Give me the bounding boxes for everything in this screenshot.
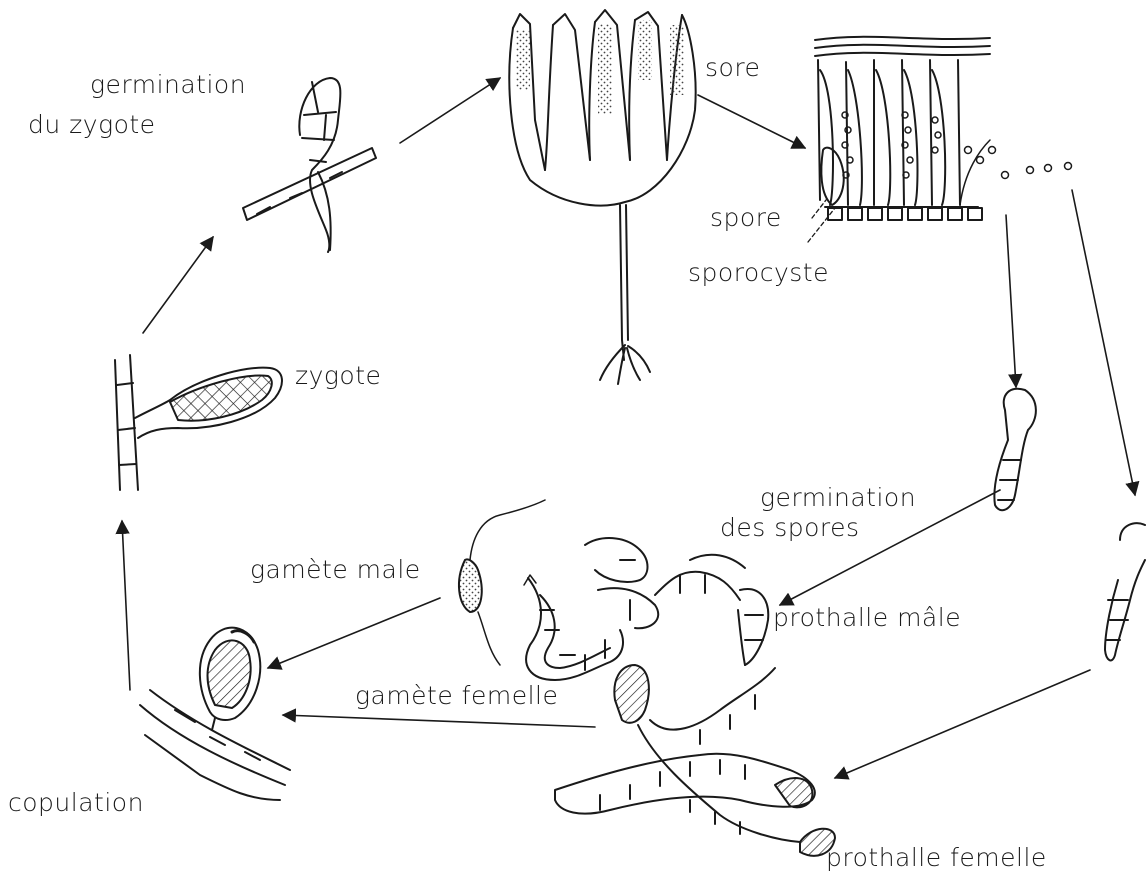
label-sporocyste: sporocyste [688,260,829,285]
label-germination-zygote-line2: du zygote [28,112,156,137]
label-copulation: copulation [8,790,144,815]
label-germination-spores-line1: germination [760,485,916,510]
label-prothalle-femelle: prothalle femelle [826,845,1047,870]
label-gamete-male: gamète male [250,557,421,582]
label-germination-zygote-line1: germination [90,72,246,97]
germinating-zygote-drawing [243,78,376,252]
label-sore: sore [705,55,760,80]
label-germination-spores-line2: des spores [720,515,860,540]
label-gamete-femelle: gamète femelle [355,683,558,708]
label-zygote: zygote [295,363,381,388]
germinating-spore-1-drawing [994,389,1036,511]
sporophyte-drawing [509,10,695,384]
label-spore: spore [710,205,782,230]
female-prothallus-drawing [555,665,835,856]
copulation-drawing [140,628,290,800]
label-prothalle-male: prothalle mâle [773,605,961,630]
sorus-section-drawing [808,37,1072,242]
germinating-spore-2-drawing [1105,523,1145,660]
zygote-drawing [115,355,282,490]
male-prothallus-drawing [524,538,768,680]
